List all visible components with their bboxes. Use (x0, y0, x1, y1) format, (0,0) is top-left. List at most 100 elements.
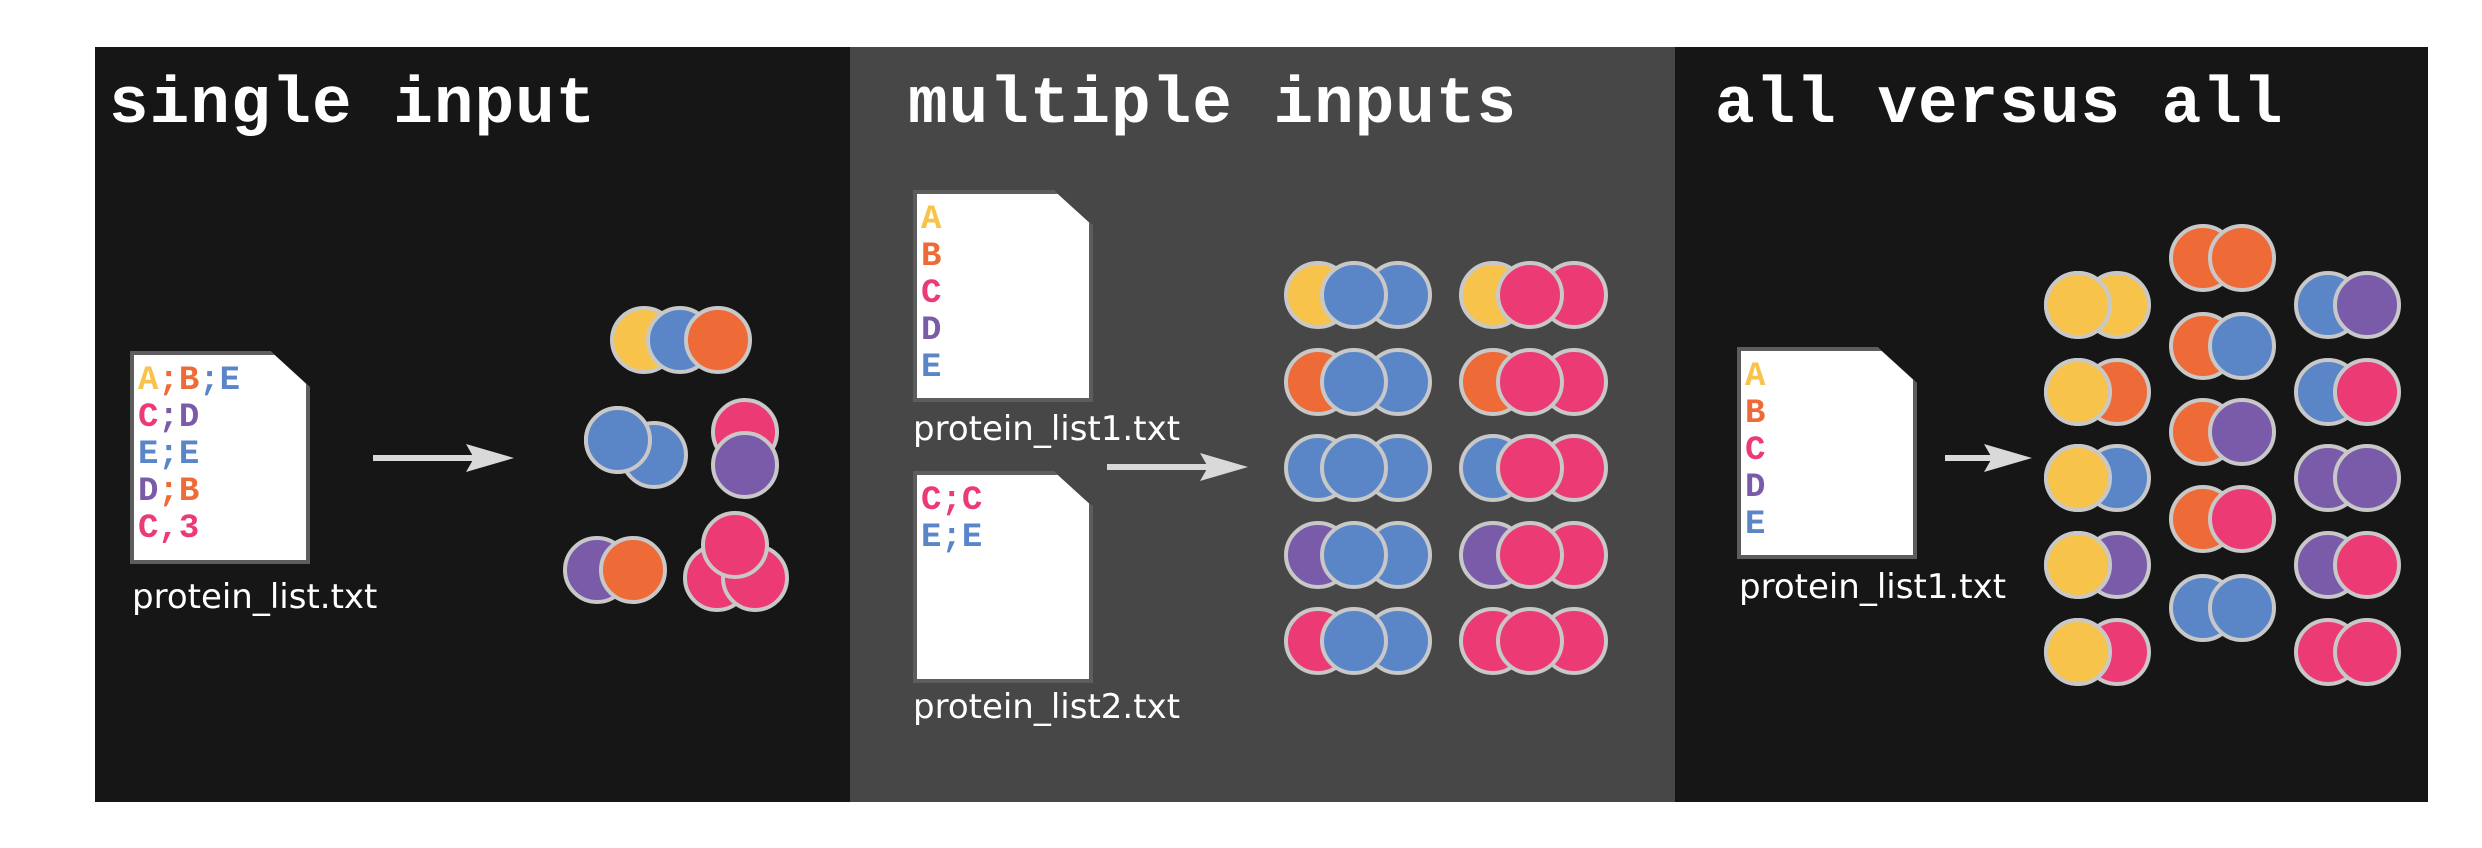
protein-circle (1496, 348, 1564, 416)
file-line: C;C (921, 483, 982, 520)
protein-circle (599, 536, 667, 604)
protein-circle (2208, 312, 2276, 380)
file-token: D (921, 312, 942, 350)
file-line: E (921, 350, 941, 387)
protein-circle (711, 431, 779, 499)
file-token: A (138, 362, 159, 400)
file-line: D (921, 313, 941, 350)
file-token: A (921, 201, 942, 239)
file-name: protein_list.txt (132, 577, 378, 617)
file-name: protein_list1.txt (1739, 567, 2007, 607)
file-token: ; (158, 399, 179, 437)
protein-circle (1496, 434, 1564, 502)
file-token: E (921, 349, 942, 387)
file-token: ; (158, 473, 179, 511)
protein-circle (2333, 271, 2401, 339)
arrow-icon (373, 444, 514, 472)
file-token: C (961, 482, 983, 520)
file-token: ; (158, 362, 179, 400)
file-token: C (921, 482, 942, 520)
file-token: B (1745, 395, 1766, 433)
protein-circle (2044, 444, 2112, 512)
file-token: C (138, 399, 159, 437)
file-line: E;E (138, 437, 240, 474)
file-token: D (178, 399, 200, 437)
arrow-icon (1107, 453, 1248, 481)
file-line: D;B (138, 474, 240, 511)
file-line: C;D (138, 400, 240, 437)
file-token: , (158, 510, 179, 548)
file-name: protein_list1.txt (913, 409, 1181, 449)
protein-circle (2044, 271, 2112, 339)
file-line: A;B;E (138, 363, 240, 400)
file-token: ; (158, 436, 179, 474)
file-token: D (138, 473, 159, 511)
panel-title: single input (109, 67, 597, 142)
file-token: B (178, 473, 200, 511)
protein-circle (584, 406, 652, 474)
protein-circle (1320, 434, 1388, 502)
file-line: D (1745, 470, 1765, 507)
file-line: B (921, 239, 941, 276)
file-line: C (1745, 433, 1765, 470)
file-token: C (138, 510, 159, 548)
protein-circle (1496, 521, 1564, 589)
arrow-icon (1945, 444, 2032, 472)
file-token: 3 (178, 510, 200, 548)
protein-circle (1320, 261, 1388, 329)
file-token: B (178, 362, 200, 400)
protein-circle (2208, 574, 2276, 642)
file-token: D (1745, 469, 1766, 507)
file-name: protein_list2.txt (913, 687, 1181, 727)
protein-circle (684, 306, 752, 374)
protein-circle (1320, 521, 1388, 589)
protein-circle (2333, 444, 2401, 512)
file-token: A (1745, 358, 1766, 396)
file-line: A (921, 202, 941, 239)
protein-circle (2044, 531, 2112, 599)
file-token: E (1745, 506, 1766, 544)
protein-circle (2333, 358, 2401, 426)
file-token: C (921, 275, 942, 313)
protein-circle (1496, 607, 1564, 675)
file-token: B (921, 238, 942, 276)
protein-circle (2208, 398, 2276, 466)
protein-circle (1320, 348, 1388, 416)
file-line: E;E (921, 520, 982, 557)
protein-circle (2333, 531, 2401, 599)
file-token: ; (941, 519, 962, 557)
protein-circle (1496, 261, 1564, 329)
protein-circle (2044, 618, 2112, 686)
file-token: E (138, 436, 159, 474)
file-token: E (921, 519, 942, 557)
panel-title: all versus all (1715, 67, 2284, 142)
file-token: E (219, 362, 241, 400)
file-token: ; (199, 362, 220, 400)
file-token: E (178, 436, 200, 474)
file-line: C (921, 276, 941, 313)
file-line: A (1745, 359, 1765, 396)
file-line: B (1745, 396, 1765, 433)
protein-circle (2208, 224, 2276, 292)
file-token: ; (941, 482, 962, 520)
protein-circle (2333, 618, 2401, 686)
protein-circle (701, 511, 769, 579)
protein-circle (2208, 485, 2276, 553)
file-line: E (1745, 507, 1765, 544)
file-token: C (1745, 432, 1766, 470)
file-line: C,3 (138, 511, 240, 548)
protein-circle (2044, 358, 2112, 426)
file-token: E (961, 519, 983, 557)
protein-circle (1320, 607, 1388, 675)
